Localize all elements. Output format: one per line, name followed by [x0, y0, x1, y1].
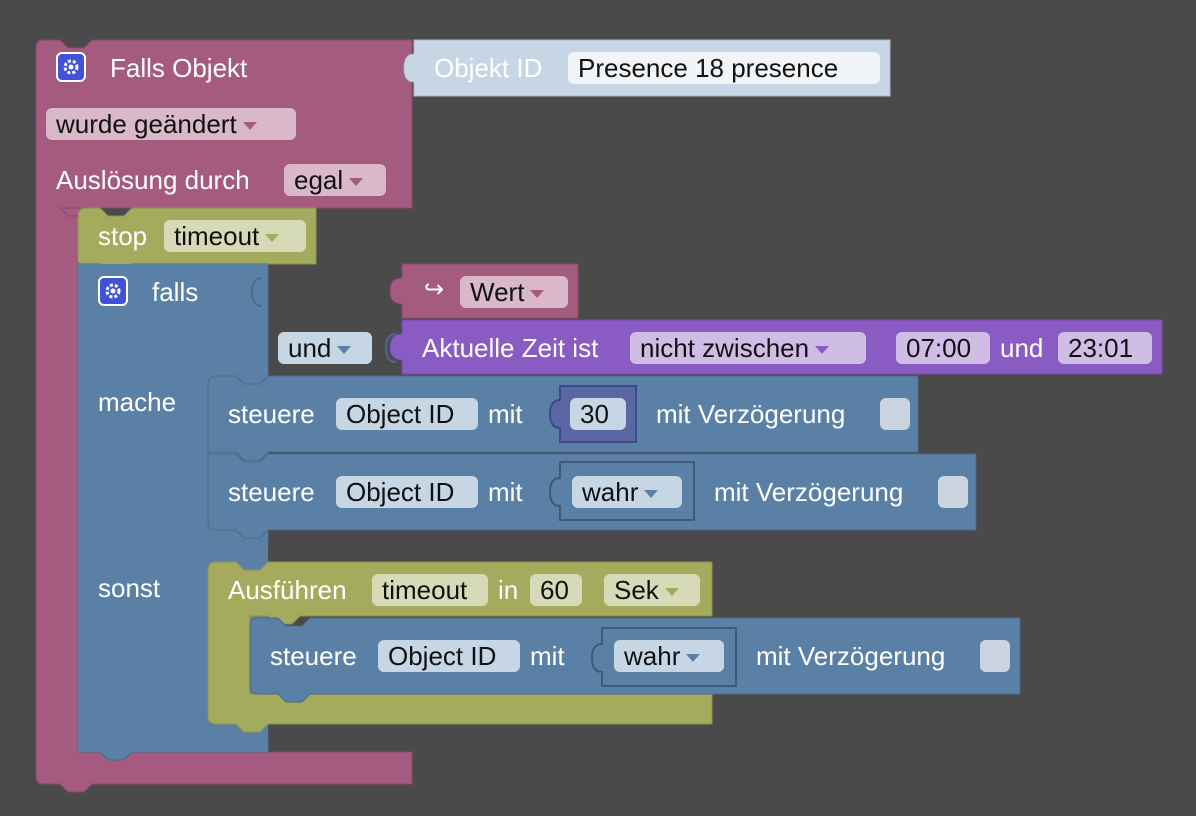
control-3-value: wahr	[624, 641, 681, 671]
time-from-field[interactable]: 07:00	[896, 332, 990, 364]
time-operator-value: nicht zwischen	[640, 333, 810, 363]
control-3-with-label: mit	[530, 641, 565, 671]
trigger-by-label: Auslösung durch	[56, 165, 250, 195]
return-arrow-icon: ↪	[424, 276, 445, 303]
und-input-notch	[384, 333, 397, 363]
timeout-unit-dropdown[interactable]: Sek	[604, 574, 700, 606]
chevron-down-icon	[265, 234, 280, 243]
control-2-value-dropdown[interactable]: wahr	[572, 476, 682, 508]
change-mode-dropdown[interactable]: wurde geändert	[46, 108, 296, 140]
time-and-label: und	[1000, 333, 1044, 363]
value-dropdown-value: Wert	[470, 277, 525, 307]
if-mutator-gear-icon[interactable]	[98, 276, 128, 306]
timeout-duration-field[interactable]: 60	[530, 574, 582, 606]
stop-timeout-value: timeout	[174, 221, 260, 251]
trigger-title: Falls Objekt	[110, 53, 248, 83]
chevron-down-icon	[686, 654, 701, 663]
control-2-with-label: mit	[488, 477, 523, 507]
time-compare-label: Aktuelle Zeit ist	[422, 333, 599, 363]
stop-timeout-dropdown[interactable]: timeout	[164, 220, 306, 252]
control-2-delay-label: mit Verzögerung	[714, 477, 904, 507]
object-id-label: Objekt ID	[434, 53, 543, 83]
logic-operator-value: und	[288, 333, 332, 363]
object-id-field[interactable]: Presence 18 presence	[568, 52, 880, 84]
control-1-object-field[interactable]: Object ID	[336, 398, 478, 430]
timeout-in-label: in	[498, 575, 519, 605]
time-to-field[interactable]: 23:01	[1058, 332, 1152, 364]
if-label: falls	[152, 277, 199, 307]
chevron-down-icon	[349, 178, 364, 187]
stop-label: stop	[98, 221, 148, 251]
control-3-label: steuere	[270, 641, 357, 671]
timeout-block-shape[interactable]	[207, 561, 713, 733]
if-input-notch	[250, 277, 263, 307]
control-1-delay-label: mit Verzögerung	[656, 399, 846, 429]
else-label: sonst	[98, 573, 161, 603]
chevron-down-icon	[337, 346, 352, 355]
logic-operator-dropdown[interactable]: und	[278, 332, 372, 364]
control-2-label: steuere	[228, 477, 315, 507]
timeout-name-field[interactable]: timeout	[372, 574, 488, 606]
control-1-value-field[interactable]: 30	[570, 398, 626, 430]
chevron-down-icon	[664, 588, 679, 597]
control-3-value-dropdown[interactable]: wahr	[614, 640, 724, 672]
chevron-down-icon	[242, 122, 257, 131]
control-2-object-field[interactable]: Object ID	[336, 476, 478, 508]
control-1-with-label: mit	[488, 399, 523, 429]
chevron-down-icon	[815, 346, 830, 355]
control-3-delay-label: mit Verzögerung	[756, 641, 946, 671]
timeout-unit-value: Sek	[614, 575, 659, 605]
timeout-run-label: Ausführen	[228, 575, 347, 605]
time-operator-dropdown[interactable]: nicht zwischen	[630, 332, 866, 364]
control-3-delay-checkbox[interactable]	[980, 640, 1010, 672]
trigger-by-dropdown[interactable]: egal	[284, 164, 386, 196]
control-1-delay-checkbox[interactable]	[880, 398, 910, 430]
control-2-value: wahr	[582, 477, 639, 507]
control-2-delay-checkbox[interactable]	[938, 476, 968, 508]
change-mode-value: wurde geändert	[56, 109, 237, 139]
trigger-mutator-gear-icon[interactable]	[56, 52, 86, 82]
do-label: mache	[98, 387, 177, 417]
trigger-by-value: egal	[294, 165, 344, 195]
chevron-down-icon	[644, 490, 659, 499]
control-3-object-field[interactable]: Object ID	[378, 640, 520, 672]
chevron-down-icon	[530, 290, 545, 299]
value-dropdown[interactable]: Wert	[460, 276, 568, 308]
control-1-label: steuere	[228, 399, 315, 429]
